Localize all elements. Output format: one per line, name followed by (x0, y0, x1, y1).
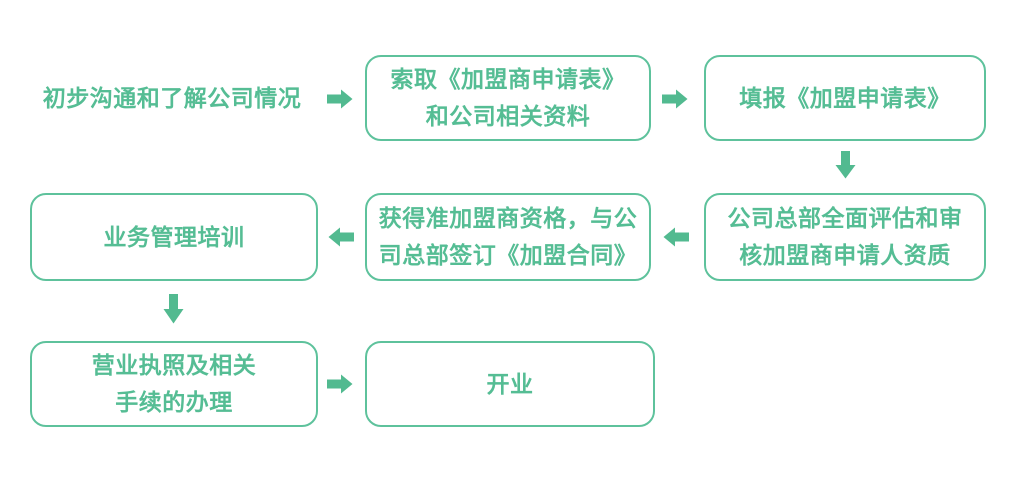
flow-step-label-line1: 索取《加盟商申请表》 (390, 66, 626, 92)
flow-step-label-line2: 和公司相关资料 (425, 103, 591, 129)
flow-step-label: 初步沟通和了解公司情况 (42, 84, 302, 111)
arrow-down-icon (835, 151, 856, 179)
flow-step-opening: 开业 (365, 341, 655, 427)
arrow-right-icon (662, 89, 688, 109)
flow-step-label: 填报《加盟申请表》 (739, 84, 951, 111)
flow-step-label-line1: 公司总部全面评估和审 (727, 205, 963, 231)
flow-step-label-line2: 司总部签订《加盟合同》 (378, 242, 638, 268)
flow-step-business-license-procedures: 营业执照及相关 手续的办理 (30, 341, 318, 427)
arrow-right-icon (327, 89, 353, 109)
flow-step-label-line2: 手续的办理 (115, 389, 233, 415)
flow-step-sign-franchise-contract: 获得准加盟商资格，与公 司总部签订《加盟合同》 (365, 193, 651, 281)
flow-step-label: 业务管理培训 (103, 223, 245, 250)
flow-step-request-application-form: 索取《加盟商申请表》 和公司相关资料 (365, 55, 651, 141)
flow-step-business-management-training: 业务管理培训 (30, 193, 318, 281)
arrow-left-icon (663, 227, 689, 247)
flow-step-label-line1: 营业执照及相关 (91, 352, 257, 378)
arrow-down-icon (163, 294, 184, 324)
arrow-left-icon (328, 227, 354, 247)
flow-step-headquarters-evaluation: 公司总部全面评估和审 核加盟商申请人资质 (704, 193, 986, 281)
flow-step-label-line1: 获得准加盟商资格，与公 (378, 205, 638, 231)
flow-step-fill-application-form: 填报《加盟申请表》 (704, 55, 986, 141)
flow-step-label: 开业 (486, 370, 534, 397)
arrow-right-icon (327, 374, 353, 394)
flow-step-initial-communication: 初步沟通和了解公司情况 (28, 55, 316, 141)
flow-step-label-line2: 核加盟商申请人资质 (739, 242, 951, 268)
